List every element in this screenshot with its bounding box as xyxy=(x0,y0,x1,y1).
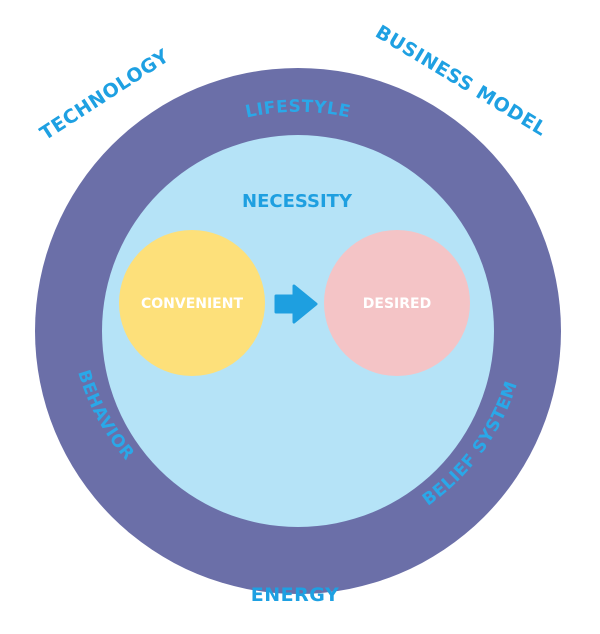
label-desired: DESIRED xyxy=(363,296,431,312)
right-arrow-icon xyxy=(274,284,318,324)
desired-circle xyxy=(324,230,470,376)
convenient-circle xyxy=(119,230,265,376)
label-energy: ENERGY xyxy=(251,584,339,606)
label-necessity: NECESSITY xyxy=(242,191,353,212)
label-convenient: CONVENIENT xyxy=(141,296,243,312)
